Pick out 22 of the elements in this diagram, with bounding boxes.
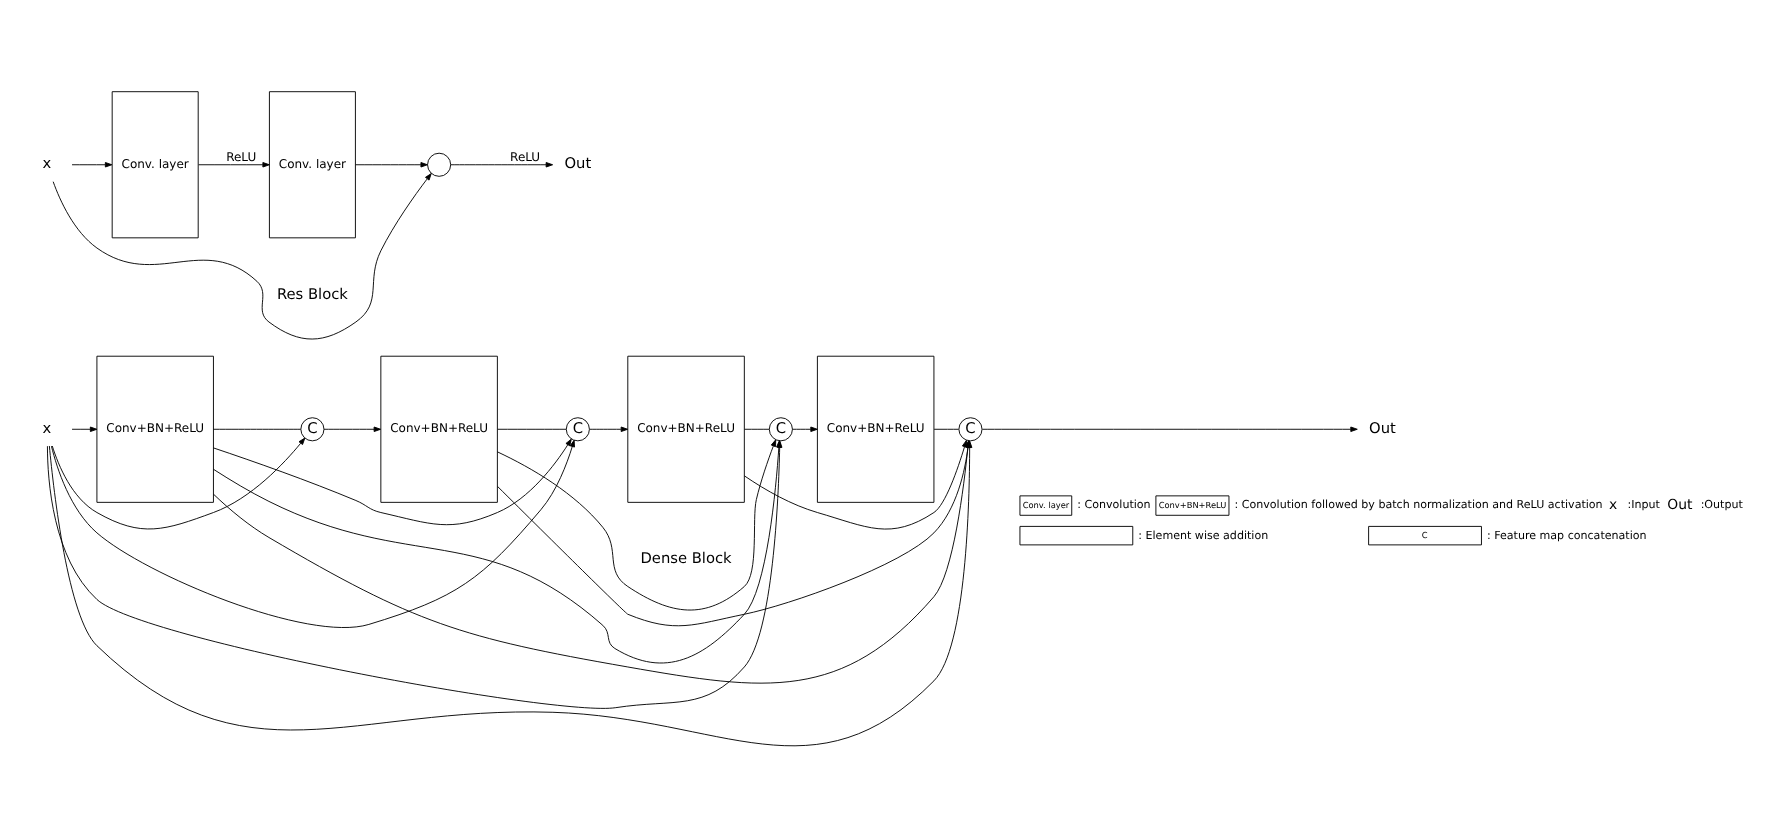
- arrow: [981, 426, 1358, 432]
- arrow: [213, 440, 782, 664]
- arrow: [47, 440, 783, 709]
- connector: [497, 428, 567, 430]
- arrow: [50, 439, 575, 628]
- arrow: [497, 439, 777, 611]
- arrow: [589, 426, 629, 432]
- arrow: [355, 162, 428, 168]
- arrow: [52, 173, 432, 340]
- connector: [744, 428, 770, 430]
- arrow: [198, 162, 270, 168]
- arrow: [744, 439, 968, 530]
- connector: [933, 428, 960, 430]
- arrow: [71, 426, 98, 432]
- arrow: [71, 162, 113, 168]
- node-circle: [427, 152, 452, 177]
- arrow: [792, 426, 818, 432]
- arrow: [213, 438, 572, 526]
- connector: [213, 428, 302, 430]
- arrow: [51, 437, 306, 530]
- arrow: [450, 162, 554, 168]
- arrow: [323, 426, 382, 432]
